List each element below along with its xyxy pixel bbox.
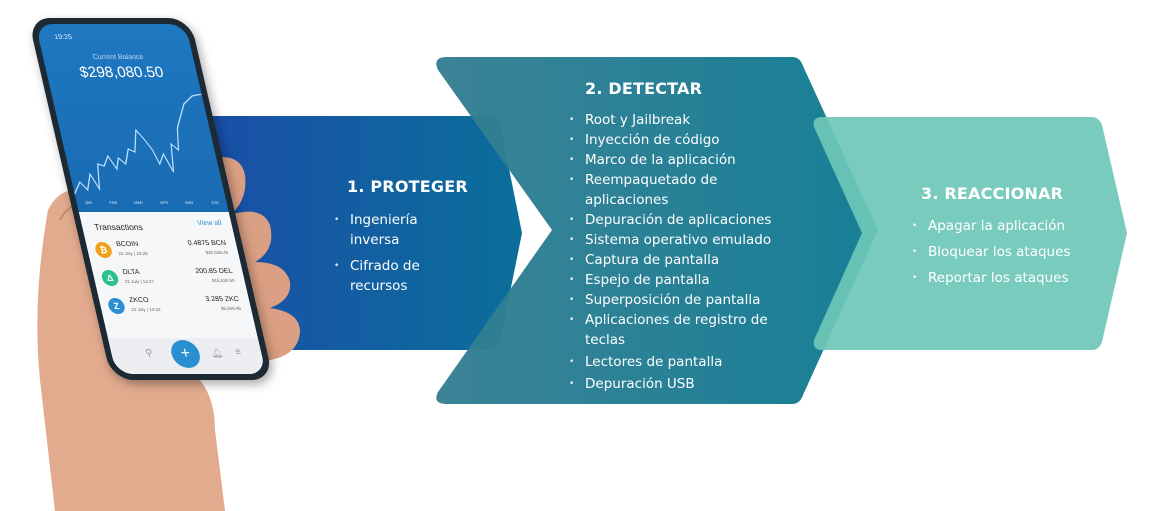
transactions-title: Transactions [93, 222, 144, 232]
tx-date: 22 July | 15:25 [117, 251, 149, 256]
phone-screen: 19:25 Current Balance $298,080.50 JAN FE… [35, 24, 267, 374]
month-label: JUN [210, 200, 220, 205]
list-item: Reportar los ataques [912, 268, 1102, 288]
month-label: JAN [84, 200, 93, 205]
month-label: FEB [108, 200, 118, 205]
list-item: Reempaquetado de aplicaciones [569, 170, 789, 210]
list-item: Inyección de código [569, 130, 789, 150]
coin-name: ZKCO [128, 297, 150, 304]
balance-value: $298,080.50 [77, 64, 166, 81]
balance-label: Current Balance [92, 54, 145, 61]
coin-name: DLTA [121, 269, 141, 276]
list-item: Marco de la aplicación [569, 150, 789, 170]
tx-amount: 0.4875 BCN [187, 240, 227, 247]
list-item: Apagar la aplicación [912, 216, 1102, 236]
step-title: 2. DETECTAR [585, 79, 703, 98]
list-item: Aplicaciones de registro de teclas [569, 310, 789, 350]
bottom-nav: ⚲ + 🔔︎ ≡ [107, 338, 267, 374]
tx-date: 22 July | 10:32 [130, 307, 162, 312]
tx-fiat: $30,538.45 [205, 250, 229, 255]
bitcoin-icon: ₿ [93, 242, 114, 258]
list-item: Depuración USB [569, 374, 789, 394]
list-item: Bloquear los ataques [912, 242, 1102, 262]
transaction-row[interactable]: ₿ BCOIN 22 July | 15:25 0.4875 BCN $30,5… [93, 240, 235, 268]
coin-name: BCOIN [115, 241, 140, 248]
tx-date: 22 July | 13:27 [124, 279, 155, 284]
step-detect: 2. DETECTAR Root y JailbreakInyección de… [569, 79, 789, 394]
list-item: Superposición de pantalla [569, 290, 789, 310]
tx-amount: 3.285 ZKC [204, 296, 240, 303]
transaction-row[interactable]: Δ DLTA 22 July | 13:27 200.85 DEL $15,53… [100, 268, 242, 296]
list-item: Root y Jailbreak [569, 110, 789, 130]
tx-amount: 200.85 DEL [194, 268, 234, 275]
delta-icon: Δ [100, 270, 120, 286]
month-label: MAR [133, 200, 144, 205]
list-item: Lectores de pantalla [569, 352, 789, 372]
month-label: APR [159, 200, 169, 205]
list-item: Cifrado de recursos [334, 256, 464, 296]
transaction-row[interactable]: Z ZKCO 22 July | 10:32 3.285 ZKC $5,505.… [106, 296, 248, 324]
list-item: Sistema operativo emulado [569, 230, 789, 250]
add-button[interactable]: + [168, 340, 203, 368]
search-icon[interactable]: ⚲ [144, 348, 155, 359]
balance-chart [74, 94, 202, 195]
bell-icon[interactable]: 🔔︎ [210, 348, 224, 358]
zcoin-icon: Z [106, 298, 127, 314]
list-item: Espejo de pantalla [569, 270, 789, 290]
phone-mockup: 19:25 Current Balance $298,080.50 JAN FE… [28, 18, 274, 380]
step-title: 1. PROTEGER [347, 177, 468, 196]
month-label: MAY [184, 200, 195, 205]
status-time: 19:25 [53, 34, 73, 41]
list-item: Depuración de aplicaciones [569, 210, 789, 230]
transactions-panel: Transactions View all ₿ BCOIN 22 July | … [78, 212, 267, 374]
step-title: 3. REACCIONAR [921, 184, 1064, 203]
view-all-link[interactable]: View all [196, 220, 223, 227]
list-item: Captura de pantalla [569, 250, 789, 270]
tx-fiat: $15,538.50 [211, 278, 236, 283]
tx-fiat: $5,505.95 [220, 306, 242, 311]
list-item: Ingeniería inversa [334, 210, 464, 250]
menu-icon[interactable]: ≡ [233, 347, 243, 358]
step-protect: 1. PROTEGER Ingeniería inversa Cifrado d… [334, 177, 468, 296]
step-react: 3. REACCIONAR Apagar la aplicación Bloqu… [912, 184, 1102, 288]
